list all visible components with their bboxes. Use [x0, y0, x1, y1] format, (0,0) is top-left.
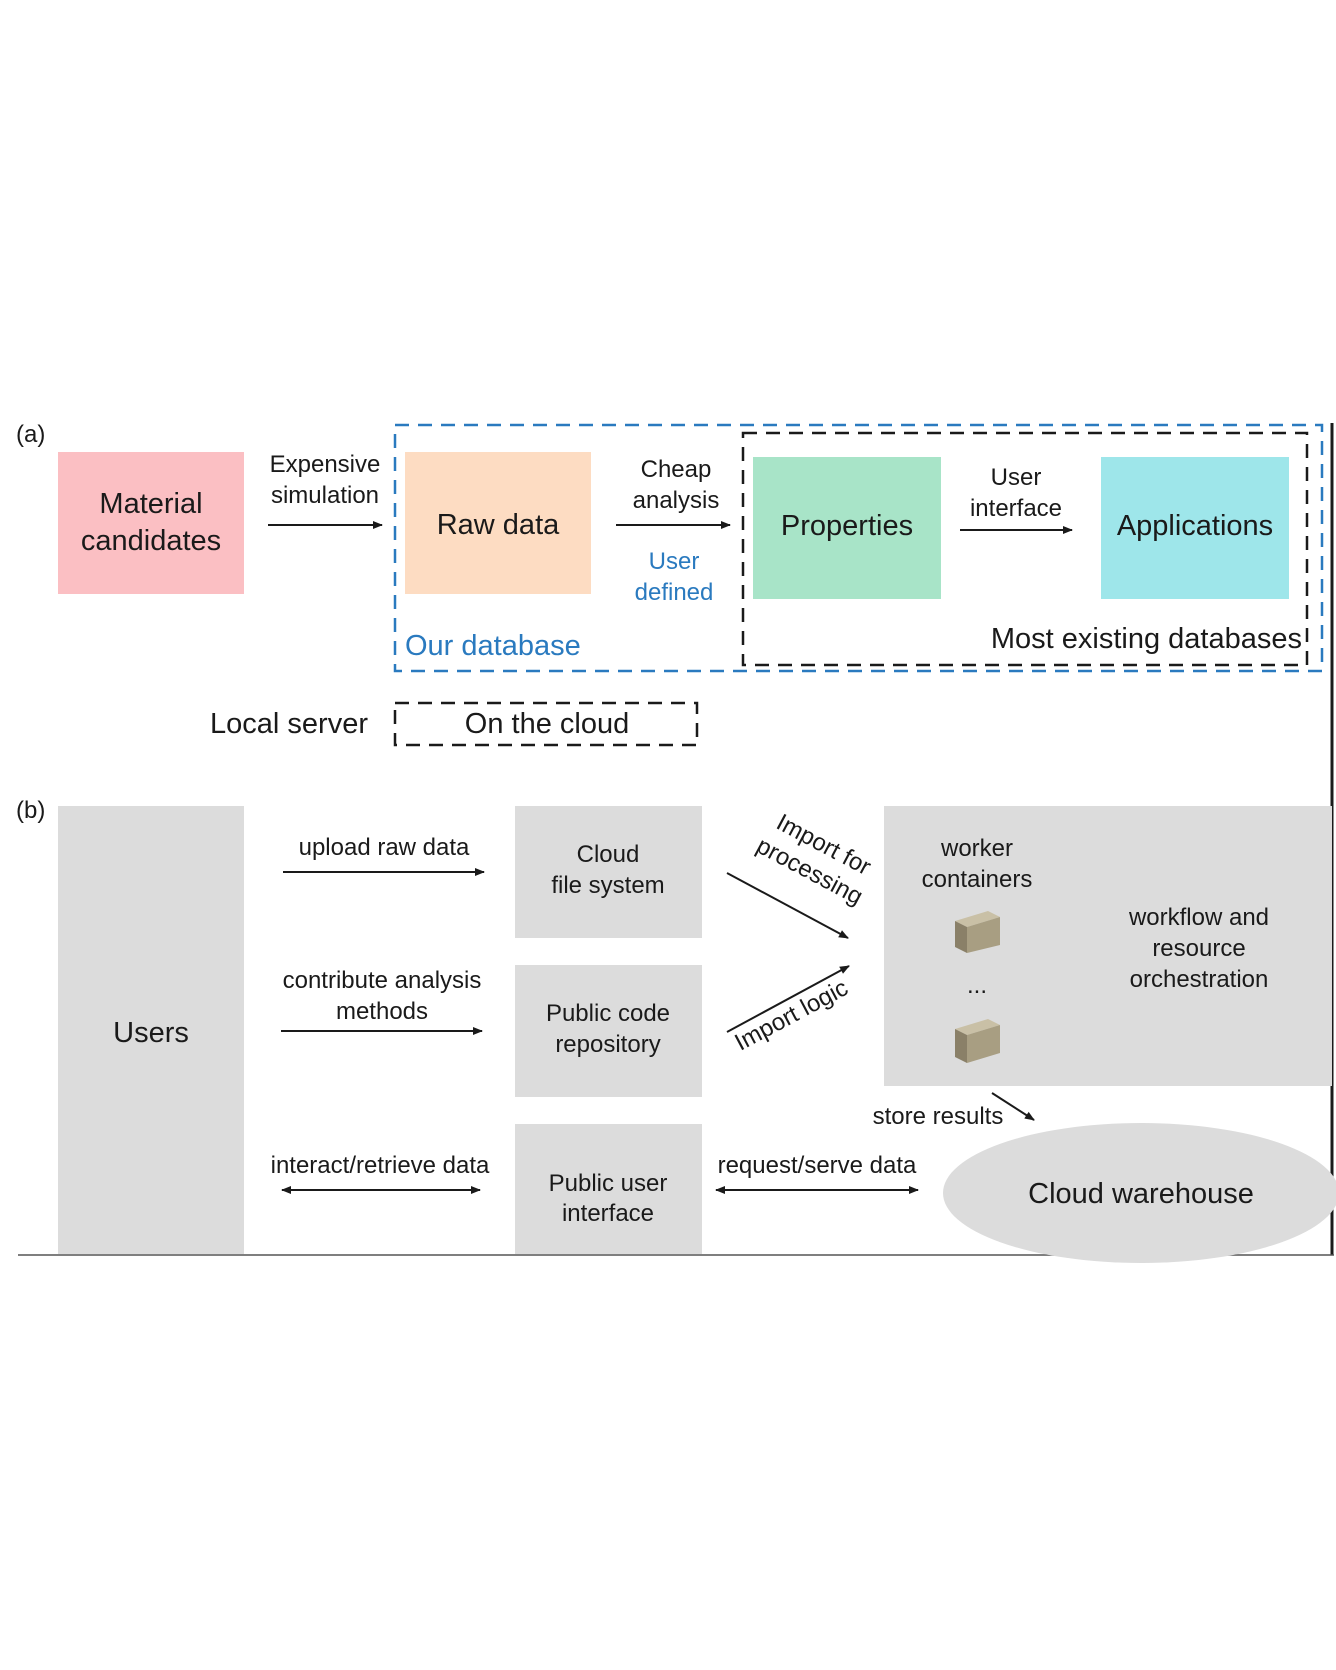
material-candidates-box — [58, 452, 244, 594]
import-logic-text: Import logic — [730, 974, 852, 1056]
store-results-arrow — [991, 1092, 1035, 1121]
most-existing-databases-label: Most existing databases — [991, 623, 1302, 655]
raw-data-box — [405, 452, 591, 594]
cloud-warehouse-ellipse — [943, 1123, 1336, 1263]
interact-retrieve-label: interact/retrieve data — [271, 1152, 490, 1179]
expensive-simulation-label-2: simulation — [271, 482, 379, 509]
legend-on-the-cloud: On the cloud — [465, 708, 629, 740]
container-cube-icon — [955, 911, 1000, 953]
user-defined-label: User — [649, 548, 700, 575]
applications-label: Applications — [1117, 510, 1273, 542]
cheap-analysis-label: Cheap — [641, 456, 712, 483]
import-logic-arrow — [726, 965, 850, 1033]
store-results-label: store results — [873, 1103, 1004, 1130]
cloud-file-system-box — [515, 806, 702, 938]
panel-b-label: (b) — [16, 797, 45, 824]
users-box — [58, 806, 244, 1254]
legend-cloud-box — [393, 701, 699, 747]
public-user-interface-label: Public user — [549, 1170, 668, 1197]
upload-raw-data-label: upload raw data — [299, 834, 470, 861]
public-user-interface-label-2: interface — [562, 1200, 654, 1227]
panel-a-label: (a) — [16, 421, 45, 448]
public-user-interface-box — [515, 1124, 702, 1254]
our-database-boundary — [393, 423, 1324, 673]
import-for-processing-arrow — [726, 872, 849, 939]
public-code-repository-label-2: repository — [555, 1031, 660, 1058]
properties-box — [753, 457, 941, 599]
existing-databases-boundary — [741, 431, 1309, 667]
worker-containers-label-2: containers — [922, 866, 1033, 893]
public-code-repository-box — [515, 965, 702, 1097]
request-serve-label: request/serve data — [718, 1152, 917, 1179]
applications-box — [1101, 457, 1289, 599]
user-defined-label-2: defined — [635, 579, 714, 606]
user-interface-label-2: interface — [970, 495, 1062, 522]
our-database-label: Our database — [405, 630, 581, 662]
expensive-simulation-label: Expensive — [270, 451, 381, 478]
cloud-file-system-label-2: file system — [551, 872, 664, 899]
properties-label: Properties — [781, 510, 913, 542]
cloud-warehouse-label: Cloud warehouse — [1028, 1178, 1254, 1210]
public-code-repository-label: Public code — [546, 1000, 670, 1027]
user-interface-label: User — [991, 464, 1042, 491]
cloud-file-system-label: Cloud — [577, 841, 640, 868]
material-candidates-label: Material — [99, 488, 202, 520]
import-logic-label: Import logic — [730, 974, 852, 1056]
container-cube-icon-2 — [955, 1019, 1000, 1063]
contribute-analysis-label-2: methods — [336, 998, 428, 1025]
legend-local-server: Local server — [210, 708, 368, 740]
raw-data-label: Raw data — [437, 509, 560, 541]
containers-ellipsis: ... — [967, 972, 987, 999]
users-label: Users — [113, 1017, 189, 1049]
import-for-processing-text: Import for processing — [752, 809, 875, 911]
workflow-label-2: resource — [1152, 935, 1245, 962]
material-candidates-label-2: candidates — [81, 525, 221, 557]
cheap-analysis-label-2: analysis — [633, 487, 720, 514]
workflow-label-3: orchestration — [1130, 966, 1269, 993]
workflow-label: workflow and — [1128, 904, 1269, 931]
contribute-analysis-label: contribute analysis — [283, 967, 482, 994]
worker-containers-label: worker — [940, 835, 1013, 862]
